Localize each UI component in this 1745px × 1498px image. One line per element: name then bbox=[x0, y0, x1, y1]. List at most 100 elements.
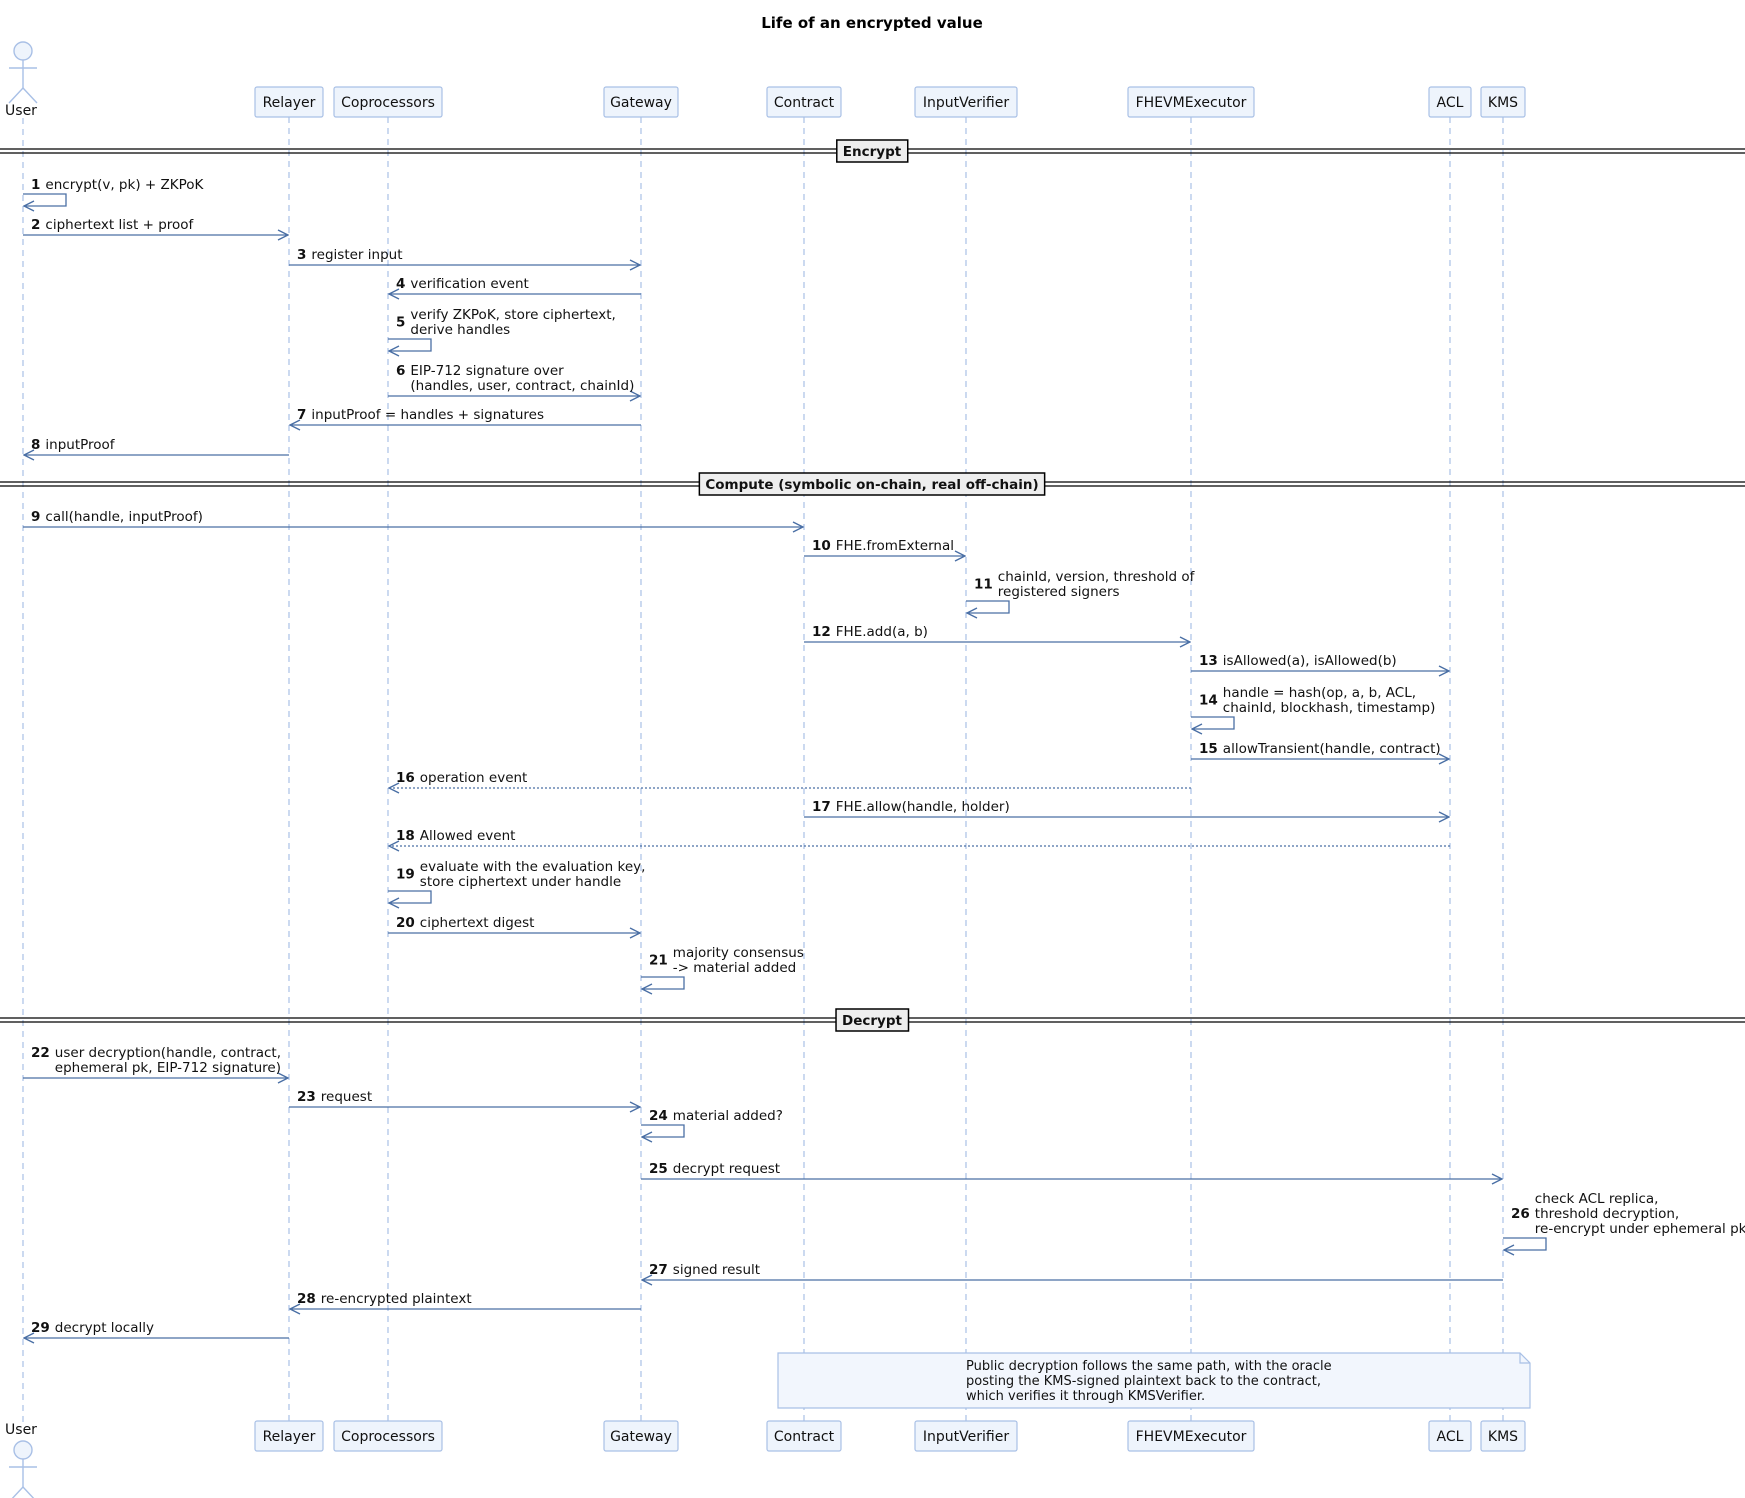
message-number: 4 bbox=[396, 276, 405, 292]
message-number: 5 bbox=[396, 315, 405, 331]
participant-label: Gateway bbox=[610, 95, 672, 111]
message-number: 9 bbox=[31, 509, 40, 525]
message-label: verify ZKPoK, store ciphertext, bbox=[410, 307, 615, 323]
section-label: Decrypt bbox=[842, 1013, 902, 1029]
message-label: derive handles bbox=[410, 322, 510, 338]
participant-heads: UserUserRelayerRelayerCoprocessorsCoproc… bbox=[5, 41, 1526, 1498]
message-number: 1 bbox=[31, 177, 40, 193]
message-label: FHE.fromExternal bbox=[836, 538, 954, 554]
note-line: which verifies it through KMSVerifier. bbox=[966, 1389, 1205, 1404]
participant-label: KMS bbox=[1488, 95, 1518, 111]
message-number: 6 bbox=[396, 363, 405, 379]
message-label: handle = hash(op, a, b, ACL, bbox=[1223, 685, 1416, 701]
section-divider: Compute (symbolic on-chain, real off-cha… bbox=[0, 472, 1745, 496]
message-number: 29 bbox=[31, 1320, 50, 1336]
participant-coprocessors-bottom: Coprocessors bbox=[333, 1420, 443, 1452]
message-label: -> material added bbox=[673, 960, 796, 976]
participant-label: Contract bbox=[774, 95, 835, 111]
message-number: 2 bbox=[31, 217, 40, 233]
actor-user-bottom-icon bbox=[9, 1440, 37, 1498]
participant-gateway-bottom: Gateway bbox=[603, 1420, 679, 1452]
message-number: 7 bbox=[297, 407, 306, 423]
message-label: encrypt(v, pk) + ZKPoK bbox=[45, 177, 204, 193]
message-arrow bbox=[966, 600, 1010, 613]
message-number: 21 bbox=[649, 953, 668, 969]
message-label: re-encrypt under ephemeral pk bbox=[1535, 1221, 1745, 1237]
message-label: inputProof bbox=[45, 437, 115, 453]
note-layer: Public decryption follows the same path,… bbox=[777, 1352, 1531, 1409]
message-17: 17 FHE.allow(handle, holder) bbox=[804, 799, 1449, 817]
message-number: 10 bbox=[812, 538, 831, 554]
message-number: 14 bbox=[1199, 693, 1218, 709]
message-number: 8 bbox=[31, 437, 40, 453]
message-number: 17 bbox=[812, 799, 831, 815]
message-arrow bbox=[641, 1124, 685, 1137]
message-arrow bbox=[1503, 1237, 1547, 1250]
message-10: 10 FHE.fromExternal bbox=[804, 538, 965, 556]
message-label: chainId, version, threshold of bbox=[998, 569, 1196, 585]
note-public-decryption: Public decryption follows the same path,… bbox=[777, 1352, 1531, 1409]
section-label: Compute (symbolic on-chain, real off-cha… bbox=[705, 477, 1038, 493]
message-label: re-encrypted plaintext bbox=[321, 1291, 472, 1307]
participant-label-user-top: User bbox=[5, 103, 37, 119]
participant-kms-bottom: KMS bbox=[1480, 1420, 1526, 1452]
participant-fhevmexecutor-bottom: FHEVMExecutor bbox=[1127, 1420, 1255, 1452]
message-2: 2 ciphertext list + proof bbox=[23, 217, 288, 235]
message-number: 19 bbox=[396, 867, 415, 883]
message-5: 5 verify ZKPoK, store ciphertext,derive h… bbox=[388, 307, 616, 351]
message-number: 12 bbox=[812, 624, 831, 640]
message-label: ephemeral pk, EIP-712 signature) bbox=[55, 1060, 281, 1076]
participant-label: InputVerifier bbox=[923, 1429, 1009, 1445]
lifelines bbox=[22, 117, 1504, 1427]
section-divider: Decrypt bbox=[0, 1008, 1745, 1032]
message-8: 8 inputProof bbox=[24, 437, 289, 455]
message-number: 28 bbox=[297, 1291, 316, 1307]
message-label: ciphertext digest bbox=[420, 915, 535, 931]
diagram-title: Life of an encrypted value bbox=[761, 14, 983, 32]
message-label: FHE.add(a, b) bbox=[836, 624, 928, 640]
participant-label: InputVerifier bbox=[923, 95, 1009, 111]
messages: 1 encrypt(v, pk) + ZKPoK 2 ciphertext list … bbox=[23, 177, 1745, 1338]
message-number: 20 bbox=[396, 915, 415, 931]
message-label: chainId, blockhash, timestamp) bbox=[1223, 700, 1436, 716]
message-number: 25 bbox=[649, 1161, 668, 1177]
participant-contract-bottom: Contract bbox=[766, 1420, 842, 1452]
message-label: request bbox=[321, 1089, 372, 1105]
message-label: FHE.allow(handle, holder) bbox=[836, 799, 1010, 815]
participant-coprocessors-top: Coprocessors bbox=[333, 86, 443, 118]
participant-label: Coprocessors bbox=[341, 95, 435, 111]
message-label: ciphertext list + proof bbox=[45, 217, 194, 233]
participant-relayer-top: Relayer bbox=[254, 86, 324, 118]
message-number: 3 bbox=[297, 247, 306, 263]
message-20: 20 ciphertext digest bbox=[388, 915, 640, 933]
participant-acl-bottom: ACL bbox=[1428, 1420, 1472, 1452]
message-label: (handles, user, contract, chainId) bbox=[410, 378, 634, 394]
participant-label: FHEVMExecutor bbox=[1136, 95, 1247, 111]
message-arrow bbox=[23, 193, 67, 206]
participant-label-user-bottom: User bbox=[5, 1422, 37, 1438]
message-number: 24 bbox=[649, 1108, 668, 1124]
message-label: isAllowed(a), isAllowed(b) bbox=[1223, 653, 1397, 669]
participant-contract-top: Contract bbox=[766, 86, 842, 118]
participant-inputverifier-top: InputVerifier bbox=[914, 86, 1018, 118]
participant-label: Relayer bbox=[263, 95, 316, 111]
note-line: posting the KMS-signed plaintext back to… bbox=[966, 1374, 1321, 1389]
message-label: verification event bbox=[410, 276, 528, 292]
participant-kms-top: KMS bbox=[1480, 86, 1526, 118]
message-number: 16 bbox=[396, 770, 415, 786]
message-label: Allowed event bbox=[420, 828, 516, 844]
message-arrow bbox=[388, 338, 432, 351]
